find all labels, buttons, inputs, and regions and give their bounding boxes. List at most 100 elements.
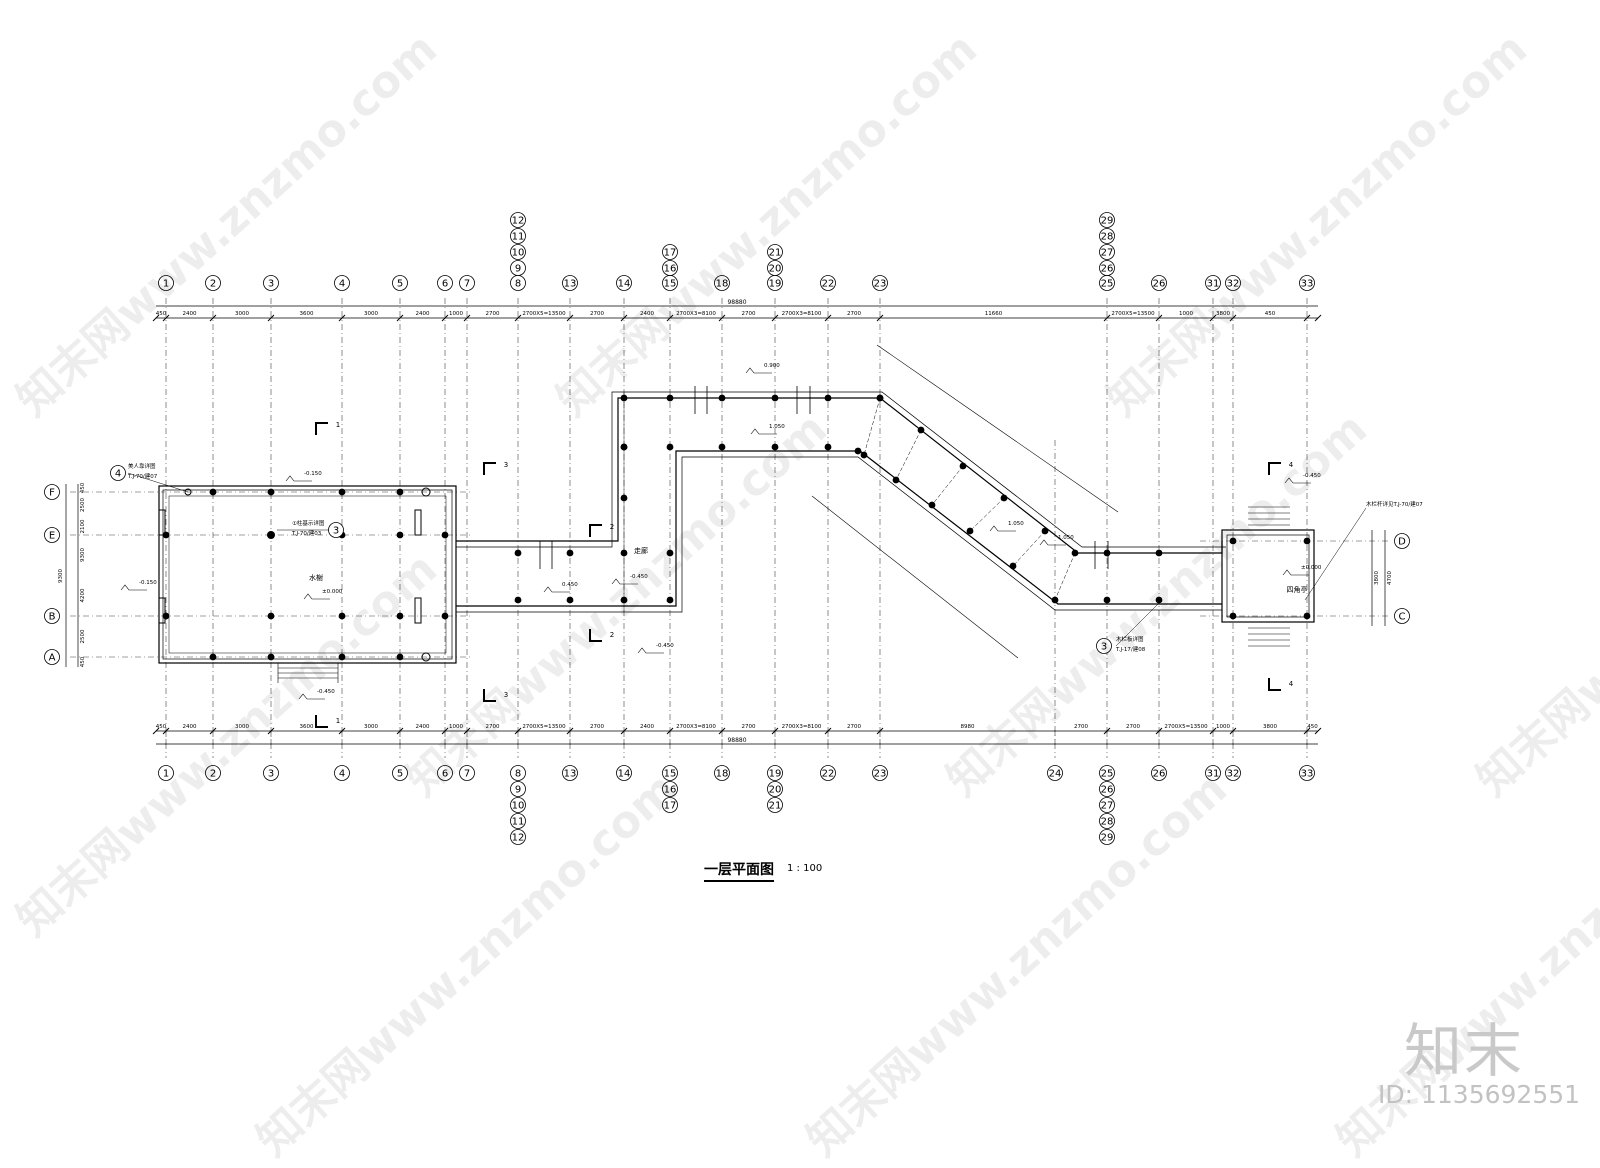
dimension-tick: [441, 727, 449, 735]
axis-bubble-left-label: E: [49, 531, 55, 542]
column: [267, 488, 275, 496]
axis-bubble-bottom-label: 8: [515, 769, 521, 780]
axis-bubble-bottom-label: 31: [1207, 769, 1220, 780]
column: [338, 653, 346, 661]
axis-bubble-top-stack: [510, 212, 526, 228]
axis-bubble-bottom-label: 24: [1049, 769, 1062, 780]
column: [1103, 596, 1111, 604]
axis-bubble-top: [1225, 275, 1241, 291]
diagonal-grid: [863, 397, 881, 456]
axis-bubble-bottom-stack: [1099, 829, 1115, 845]
column: [1103, 549, 1111, 557]
note-text: 木栏杆详见T.J-70/建07: [1366, 500, 1423, 508]
axis-bubble-top-label: 2: [210, 279, 216, 290]
dimension-tick: [824, 727, 832, 735]
axis-bubble-bottom-label: 6: [442, 769, 448, 780]
dimension-text: 4200: [80, 588, 86, 602]
dimension-text: 2700X3=8100: [782, 724, 822, 730]
corridor-wall-outer-2: [456, 391, 1226, 548]
dimension-text: 2700: [486, 311, 500, 317]
section-mark-label: 3: [504, 461, 508, 469]
axis-bubble-right: [1394, 608, 1410, 624]
dimension-tick: [1209, 727, 1217, 735]
column: [860, 451, 868, 459]
axis-bubble-bottom-stack: [510, 829, 526, 845]
dimension-text: 2700X5=13500: [1111, 311, 1155, 317]
dimension-tick: [1229, 727, 1237, 735]
dimension-text: 2700X5=13500: [522, 311, 566, 317]
dimension-tick: [620, 727, 628, 735]
dimension-tick: [718, 314, 726, 322]
axis-bubble-top: [1205, 275, 1221, 291]
axis-bubble-bottom-stack-label: 29: [1101, 833, 1114, 844]
axis-bubble-left-label: A: [49, 653, 56, 664]
dimension-tick: [1229, 314, 1237, 322]
axis-bubble-bottom-stack-label: 9: [515, 785, 521, 796]
dimension-text: 8980: [961, 724, 975, 730]
axis-bubble-top: [392, 275, 408, 291]
column: [1155, 596, 1163, 604]
axis-bubble-left: [44, 527, 60, 543]
axis-bubble-top: [616, 275, 632, 291]
dimension-text: 2700: [742, 311, 756, 317]
dimension-text: 2400: [416, 724, 430, 730]
column-marker: [421, 652, 431, 662]
leader-line: [1115, 602, 1160, 647]
axis-bubble-bottom: [1099, 765, 1115, 781]
level-mark: [120, 584, 147, 591]
level-text: -0.150: [304, 471, 322, 477]
axis-bubble-bottom-label: 23: [874, 769, 887, 780]
axis-bubble-top-stack-label: 28: [1101, 232, 1114, 243]
axis-bubble-top-stack-label: 16: [664, 264, 677, 275]
dimension-text: 1000: [449, 724, 463, 730]
dimension-text: 2500: [80, 498, 86, 512]
level-text: 0.900: [764, 363, 780, 369]
axis-bubble-bottom-label: 7: [464, 769, 470, 780]
axis-bubble-bottom: [1047, 765, 1063, 781]
axis-bubble-top-stack-label: 17: [664, 248, 677, 259]
column-marker: [421, 487, 431, 497]
room-label: 走廊: [634, 546, 648, 555]
column: [441, 531, 449, 539]
axis-bubble-bottom-label: 5: [397, 769, 403, 780]
level-text: 1.050: [1058, 535, 1074, 541]
axis-bubble-top-stack: [1099, 260, 1115, 276]
axis-bubble-bottom-stack-label: 16: [664, 785, 677, 796]
column: [824, 394, 832, 402]
axis-bubble-bottom-stack-label: 11: [512, 817, 525, 828]
dimension-tick: [1303, 727, 1311, 735]
dimension-text: 2700: [1074, 724, 1088, 730]
dimension-tick: [267, 727, 275, 735]
axis-bubble-bottom-stack: [510, 813, 526, 829]
dimension-tick: [876, 727, 884, 735]
column: [1303, 612, 1311, 620]
column: [620, 443, 628, 451]
column: [267, 531, 275, 539]
corridor-wall-outer: [456, 397, 1223, 554]
dimension-tick: [718, 727, 726, 735]
dimension-text: 1000: [1216, 724, 1230, 730]
axis-bubble-top-stack: [767, 260, 783, 276]
axis-bubble-right-label: D: [1398, 537, 1406, 548]
diagonal-dim: [811, 495, 1019, 659]
dimension-tick: [152, 314, 160, 322]
watermark-id: ID: 1135692551: [1378, 1080, 1581, 1109]
dimension-tick: [267, 314, 275, 322]
dimension-tick: [1155, 727, 1163, 735]
axis-bubble-top-stack-label: 20: [769, 264, 782, 275]
level-text: -0.450: [317, 689, 335, 695]
section-mark-label: 4: [1289, 461, 1294, 469]
note-text: 木栏板详图: [1116, 635, 1144, 643]
column: [718, 443, 726, 451]
section-mark-label: 3: [504, 691, 508, 699]
dimension-tick: [1303, 314, 1311, 322]
axis-bubble-bottom-stack: [662, 797, 678, 813]
axis-bubble-top-label: 3: [268, 279, 274, 290]
dimension-text: 450: [156, 724, 167, 730]
dimension-tick: [514, 727, 522, 735]
axis-bubble-bottom-label: 18: [716, 769, 729, 780]
square-pavilion-outer: [1221, 529, 1315, 623]
drawing-title: 一层平面图: [704, 859, 774, 882]
drawing-scale: 1 : 100: [787, 863, 823, 874]
